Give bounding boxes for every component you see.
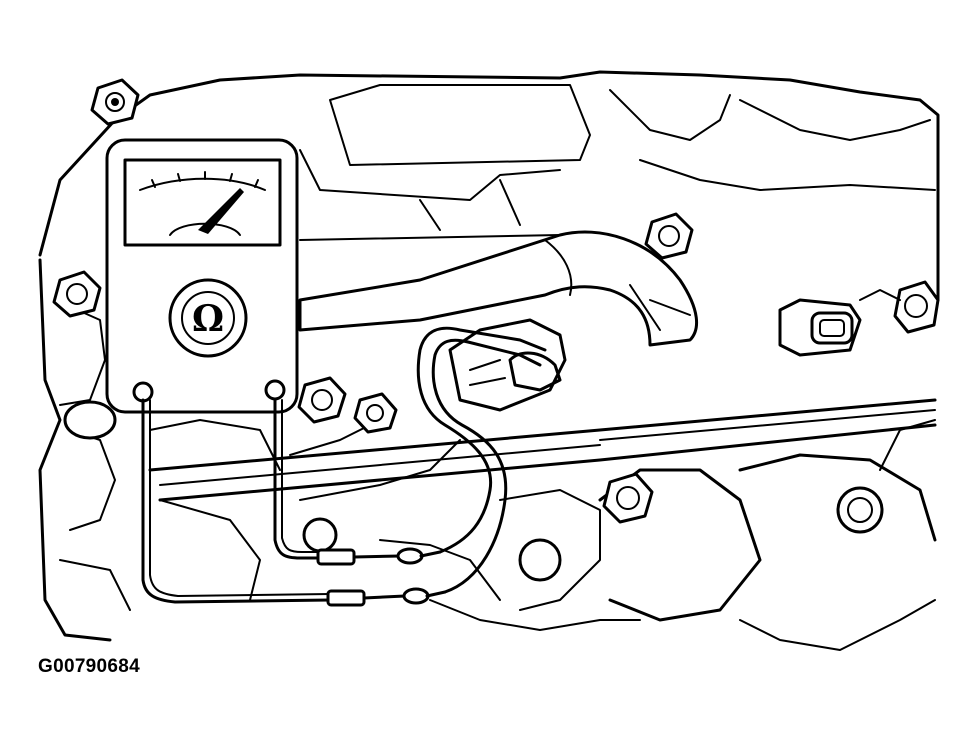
fuel-rail	[148, 398, 937, 502]
bolt-icon	[602, 472, 654, 524]
manifold-port	[302, 517, 338, 553]
manifold-port	[63, 400, 117, 440]
electrical-connector-icon	[778, 289, 901, 357]
bolt-icon	[90, 78, 140, 126]
bolt-icon	[353, 392, 398, 434]
vacuum-hose	[298, 230, 699, 347]
manifold-port	[836, 486, 884, 534]
figure-code: G00790684	[38, 656, 141, 677]
bolt-icon	[297, 376, 347, 424]
electrical-connector-icon	[448, 318, 567, 412]
bolt-icon	[52, 270, 102, 318]
ohmmeter-icon: Ω	[105, 138, 299, 414]
manifold-port	[518, 538, 562, 582]
bolt-icon	[893, 280, 940, 334]
bolt-icon	[644, 212, 694, 260]
ohm-symbol: Ω	[192, 298, 224, 340]
test-lead-icon	[141, 326, 547, 607]
